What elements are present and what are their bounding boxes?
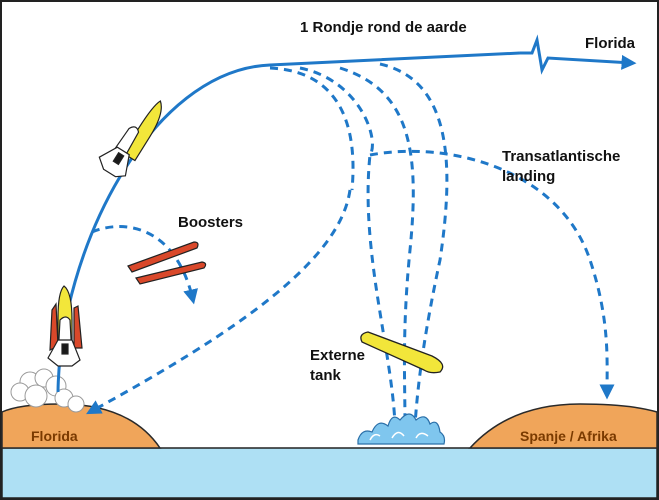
external-tank-label-line2: tank	[310, 367, 341, 384]
tank-path-1	[299, 66, 397, 426]
shuttle-launch-graphic	[47, 285, 83, 367]
ascent-trajectory	[56, 51, 521, 393]
florida-land-label: Florida	[31, 428, 78, 444]
external-tank-label-line1: Externe	[310, 347, 366, 364]
launch-smoke	[10, 368, 85, 413]
transatlantic-label-line1: Transatlantische	[502, 148, 621, 165]
booster-drop-path	[91, 225, 198, 305]
splash	[357, 413, 446, 445]
spain-africa-land-label: Spanje / Afrika	[520, 428, 617, 444]
boosters-graphic	[127, 241, 207, 285]
abort-path-1	[269, 66, 355, 191]
orbit-label: 1 Rondje rond de aarde	[300, 19, 467, 36]
return-to-florida-path	[86, 189, 352, 415]
tank-path-3	[379, 62, 449, 426]
tank-path-2	[339, 66, 415, 426]
transatlantic-label-line2: landing	[502, 168, 556, 185]
transatlantic-path	[369, 149, 615, 400]
orbit-arrow	[520, 34, 637, 75]
florida-destination-label: Florida	[585, 35, 636, 52]
boosters-label: Boosters	[178, 214, 244, 231]
external-tank-graphic	[360, 331, 444, 374]
sea	[1, 447, 658, 499]
shuttle-ascent-graphic	[98, 100, 162, 178]
spain-africa-land	[468, 403, 658, 449]
